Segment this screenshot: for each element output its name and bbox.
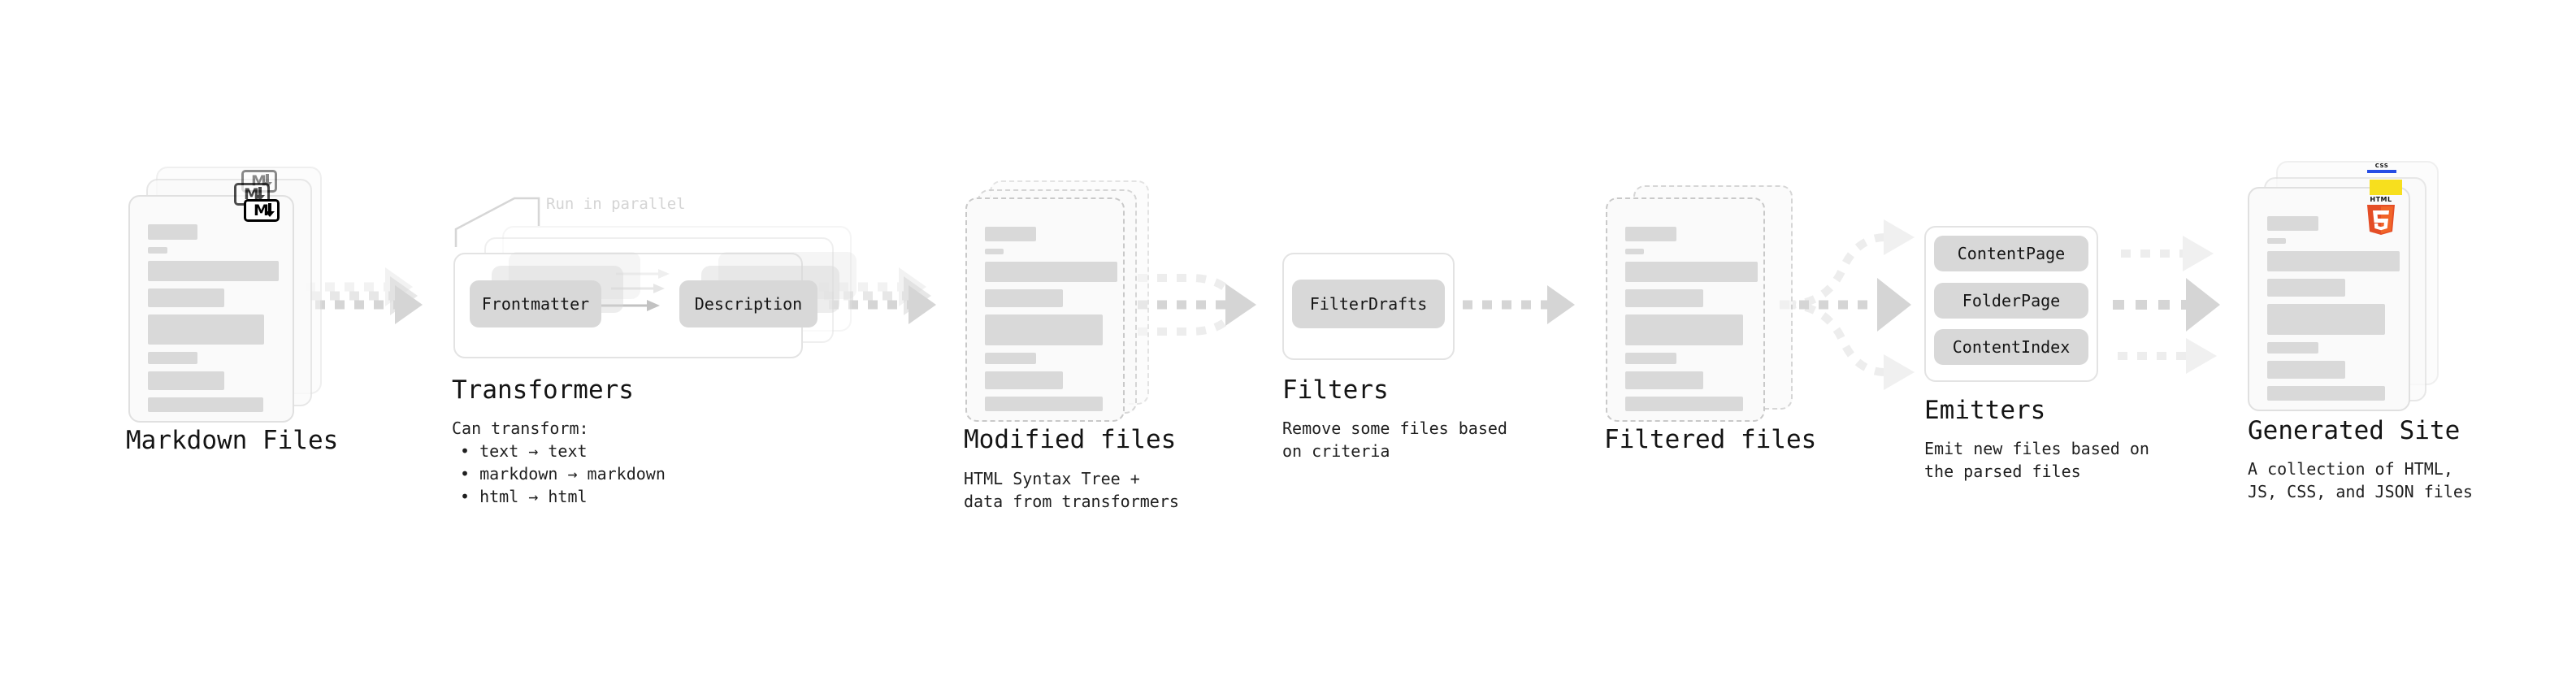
css-icon: CSS: [2367, 163, 2396, 174]
css-icon-label: CSS: [2374, 163, 2389, 169]
transformers-bullet-1: markdown → markdown: [460, 462, 666, 485]
site-doc-lines: [2267, 216, 2400, 408]
arrow-markdown-to-transformers: [306, 267, 423, 324]
filters-title: Filters: [1282, 375, 1389, 405]
modified-doc-lines: [985, 227, 1117, 419]
modified-files-subtitle-1: data from transformers: [964, 492, 1179, 511]
markdown-doc-front: [128, 195, 294, 423]
run-in-parallel-label: Run in parallel: [546, 195, 686, 213]
modified-files-subtitle-0: HTML Syntax Tree +: [964, 469, 1140, 488]
arrow-filtered-to-emitters: [1780, 219, 1915, 390]
markdown-icon: M: [244, 199, 280, 222]
svg-text:HTML: HTML: [2370, 196, 2392, 203]
transformers-bullet-2: html → html: [460, 485, 666, 508]
pill-contentindex[interactable]: ContentIndex: [1934, 329, 2088, 365]
filtered-files-title: Filtered files: [1604, 425, 1817, 454]
pill-contentpage[interactable]: ContentPage: [1934, 236, 2088, 271]
js-icon: [2370, 180, 2402, 195]
markdown-doc-lines: [148, 224, 279, 419]
transformer-inner-arrows: [601, 269, 670, 311]
transformers-subtitle-lead: Can transform:: [452, 419, 589, 438]
arrow-emitters-to-site: [2113, 236, 2220, 374]
arrow-transformers-to-modified: [819, 267, 936, 324]
html5-icon: HTML: [2364, 194, 2398, 235]
emitters-subtitle-0: Emit new files based on: [1924, 439, 2149, 458]
filters-subtitle-1: on criteria: [1282, 441, 1390, 461]
css-icon-bar: [2367, 170, 2396, 173]
site-doc-front: [2248, 187, 2410, 411]
filters-subtitle-0: Remove some files based: [1282, 419, 1507, 438]
filtered-doc-front: [1606, 197, 1765, 422]
pill-filterdrafts[interactable]: FilterDrafts: [1292, 280, 1445, 328]
arrow-filters-to-filtered: [1463, 285, 1575, 324]
emitters-title: Emitters: [1924, 396, 2046, 425]
transformers-bullet-list: text → text markdown → markdown html → h…: [460, 440, 666, 508]
pill-description[interactable]: Description: [679, 280, 817, 327]
transformers-bullet-0: text → text: [460, 440, 666, 462]
filtered-doc-lines: [1625, 227, 1758, 419]
arrow-modified-to-filters: [1138, 274, 1256, 336]
pill-folderpage[interactable]: FolderPage: [1934, 283, 2088, 319]
generated-site-title: Generated Site: [2248, 416, 2461, 445]
generated-site-subtitle-0: A collection of HTML,: [2248, 459, 2453, 479]
generated-site-subtitle-1: JS, CSS, and JSON files: [2248, 482, 2473, 501]
modified-doc-front: [965, 197, 1125, 422]
stage-generated-site: CSS HTML Generated Site A collection of …: [0, 0, 2473, 501]
run-in-parallel-bracket: [454, 197, 540, 247]
emitters-subtitle-1: the parsed files: [1924, 462, 2081, 481]
pill-frontmatter[interactable]: Frontmatter: [470, 280, 601, 327]
modified-files-title: Modified files: [964, 425, 1177, 454]
markdown-files-title: Markdown Files: [126, 426, 339, 455]
transformers-title: Transformers: [452, 375, 634, 405]
